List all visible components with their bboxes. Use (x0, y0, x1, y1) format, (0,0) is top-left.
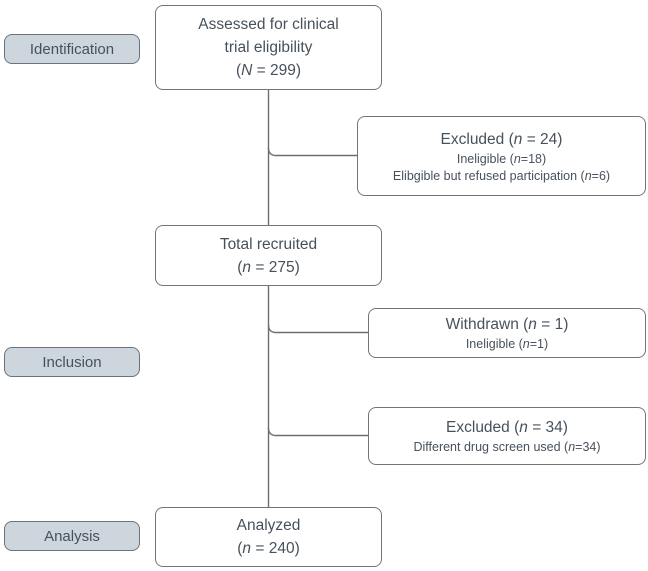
text-segment: = 34) (527, 419, 568, 436)
flow-box-excluded-analysis: Excluded (n = 34) Different drug screen … (368, 407, 646, 465)
flow-box-excluded-screening: Excluded (n = 24) Ineligible (n=18) Elib… (357, 116, 646, 196)
text-segment: =34) (575, 440, 601, 454)
stage-label-inclusion: Inclusion (4, 347, 140, 377)
text-segment: Excluded ( (440, 130, 514, 148)
text-segment: = 24) (522, 130, 563, 148)
text-segment: =18) (520, 151, 547, 166)
text-segment: Elibgible but refused participation ( (392, 168, 585, 183)
text-line: Analyzed (236, 517, 301, 534)
text-segment: ( (237, 258, 243, 276)
text-segment: ( (237, 540, 243, 557)
stage-label-analysis: Analysis (4, 521, 140, 551)
text-line: Assessed for clinical (198, 16, 339, 33)
stage-label-text: Analysis (44, 527, 100, 545)
text-segment: Ineligible ( (456, 151, 514, 166)
text-segment: Ineligible ( (465, 337, 523, 351)
stage-label-text: Identification (29, 40, 115, 58)
italic-n: N (241, 62, 253, 79)
box-title: Withdrawn (n = 1) (446, 313, 569, 336)
text-segment: Different drug screen used ( (413, 440, 569, 454)
text-line: trial eligibility (224, 39, 313, 56)
italic-n: n (528, 316, 537, 333)
box-text: Total recruited (n = 275) (220, 233, 317, 279)
text-segment: = 299) (252, 62, 302, 79)
stage-label-text: Inclusion (42, 353, 102, 371)
italic-n: n (242, 540, 252, 557)
italic-n: n (584, 168, 592, 183)
stage-label-identification: Identification (4, 34, 140, 64)
flow-box-withdrawn: Withdrawn (n = 1) Ineligible (n=1) (368, 308, 646, 358)
text-line: Total recruited (219, 235, 318, 253)
italic-n: n (242, 258, 252, 276)
text-segment: = 275) (251, 258, 300, 276)
text-segment: Excluded ( (446, 419, 520, 436)
flow-box-analyzed: Analyzed (n = 240) (155, 507, 382, 567)
italic-n: n (519, 419, 528, 436)
box-title: Excluded (n = 34) (446, 416, 568, 439)
box-subtext: Ineligible (n=18) (457, 151, 546, 168)
connector-branch-withdrawn (267, 324, 368, 334)
text-segment: Withdrawn ( (445, 316, 529, 333)
flow-box-recruited: Total recruited (n = 275) (155, 225, 382, 286)
connector-branch-excluded-screening (267, 147, 357, 157)
box-text: Assessed for clinical trial eligibility … (198, 13, 338, 82)
italic-n: n (513, 130, 523, 148)
italic-n: n (513, 151, 521, 166)
box-subtext: Ineligible (n=1) (466, 336, 548, 353)
text-segment: ( (235, 62, 242, 79)
text-segment: =1) (529, 337, 549, 351)
italic-n: n (568, 440, 576, 454)
box-subtext: Elibgible but refused participation (n=6… (393, 168, 610, 185)
box-title: Excluded (n = 24) (441, 128, 563, 151)
box-text: Analyzed (n = 240) (237, 514, 301, 560)
text-segment: = 240) (251, 540, 300, 557)
italic-n: n (522, 337, 530, 351)
connector-branch-excluded-analysis (267, 427, 368, 437)
flow-box-assessed: Assessed for clinical trial eligibility … (155, 5, 382, 90)
text-segment: = 1) (536, 316, 569, 333)
box-subtext: Different drug screen used (n=34) (413, 439, 600, 456)
text-segment: =6) (591, 168, 611, 183)
